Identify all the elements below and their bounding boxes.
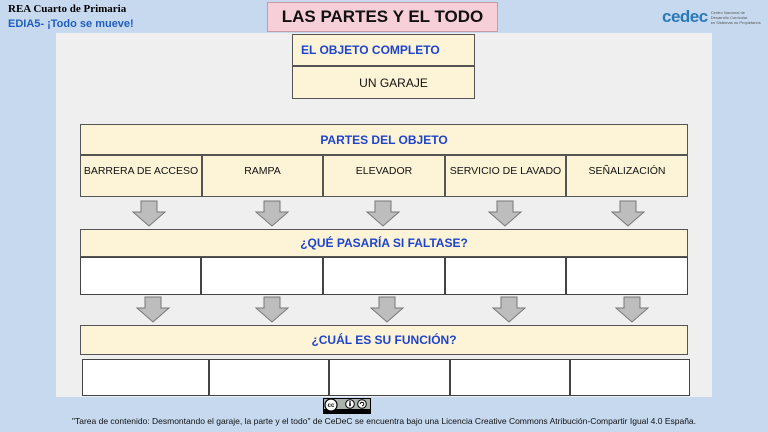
down-arrow-icon: [131, 200, 167, 227]
answer-cell[interactable]: [329, 359, 450, 396]
part-cell: SEÑALIZACIÓN: [566, 155, 688, 197]
object-header: EL OBJETO COMPLETO: [292, 34, 475, 66]
down-arrow-icon: [487, 200, 523, 227]
logo-line-2: Desarrollo Curricular: [710, 14, 748, 20]
svg-text:cc: cc: [328, 403, 335, 409]
cc-license-icon: cc: [323, 398, 371, 414]
answer-cell[interactable]: [80, 257, 201, 295]
down-arrow-icon: [369, 296, 405, 323]
question-function-header: ¿CUÁL ES SU FUNCIÓN?: [80, 325, 688, 355]
part-cell: ELEVADOR: [323, 155, 445, 197]
answer-cell[interactable]: [570, 359, 690, 396]
unit-subtitle: EDIA5- ¡Todo se mueve!: [8, 18, 134, 30]
answer-cell[interactable]: [209, 359, 329, 396]
logo-line-1: Centro Nacional de: [710, 9, 745, 15]
logo-line-3: en Sistemas no Propietarios: [710, 19, 761, 25]
down-arrow-icon: [254, 200, 290, 227]
question-missing-header: ¿QUÉ PASARÍA SI FALTASE?: [80, 229, 688, 257]
answer-cell[interactable]: [82, 359, 209, 396]
part-cell: RAMPA: [202, 155, 323, 197]
logo-subtitle: Centro Nacional de Desarrollo Curricular…: [711, 10, 761, 25]
down-arrow-icon: [365, 200, 401, 227]
license-footer: "Tarea de contenido: Desmontando el gara…: [71, 416, 697, 426]
part-cell: SERVICIO DE LAVADO: [445, 155, 566, 197]
down-arrow-icon: [491, 296, 527, 323]
object-value: UN GARAJE: [292, 66, 475, 99]
page-title: LAS PARTES Y EL TODO: [267, 2, 498, 32]
down-arrow-icon: [610, 200, 646, 227]
down-arrow-icon: [135, 296, 171, 323]
down-arrow-icon: [254, 296, 290, 323]
down-arrow-icon: [614, 296, 650, 323]
answer-cell[interactable]: [201, 257, 323, 295]
logo-word: cedec: [662, 7, 708, 26]
answer-cell[interactable]: [323, 257, 445, 295]
parts-header: PARTES DEL OBJETO: [80, 124, 688, 155]
cedec-logo: cedec Centro Nacional de Desarrollo Curr…: [662, 6, 761, 28]
answer-cell[interactable]: [566, 257, 688, 295]
answer-cell[interactable]: [445, 257, 566, 295]
part-cell: BARRERA DE ACCESO: [80, 155, 202, 197]
course-title: REA Cuarto de Primaria: [8, 3, 127, 15]
answer-cell[interactable]: [450, 359, 570, 396]
